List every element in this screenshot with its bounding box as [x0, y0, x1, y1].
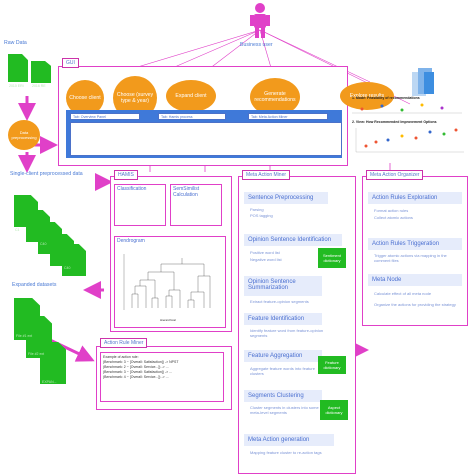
mao-item-format: Format action rules [374, 208, 409, 213]
mam-opinion-identification: Opinion Sentence Identification [244, 234, 342, 246]
mam-item-extract: Extract feature-opinion segments [250, 299, 309, 304]
dendrogram-plot [118, 250, 220, 318]
rule-line-4: (Benchmark: 4 ~ [Overall: Service...]) -… [103, 375, 169, 379]
sentiment-dictionary-tag: Sentiment dictionary [318, 248, 346, 268]
step-explore-results[interactable]: Explore results [340, 82, 394, 110]
step-expand-client[interactable]: Expand client [166, 80, 216, 112]
screenshot-bottom-chart [352, 126, 467, 154]
mao-meta-node: Meta Node [368, 274, 462, 286]
mao-rules-exploration: Action Rules Exploration [368, 192, 462, 204]
rule-line-3: (Benchmark: 3 ~ [Overall: Satisfaction])… [103, 370, 173, 374]
meta-action-miner-panel [238, 176, 356, 474]
raw-data-label: Raw Data [4, 40, 27, 46]
mam-item-positive: Positive word list [250, 250, 280, 255]
mam-item-identify: Identify feature word from feature-opini… [250, 328, 324, 338]
expanded-datasets-label: Expanded datasets [12, 282, 57, 288]
mam-item-mapping: Mapping feature cluster to re-action tag… [250, 450, 322, 455]
mam-opinion-summarization: Opinion Sentence Summarization [244, 276, 322, 296]
screenshot-top-chart [352, 101, 462, 115]
dendrogram-label: Dendrogram [117, 238, 145, 244]
screenshot-bottom-title: 2. View: How Recommended Improvement Opt… [352, 120, 437, 124]
semsim-label: SemSimilist Calculation [173, 186, 200, 198]
business-user-icon [249, 2, 271, 38]
mam-item-aggregate: Aggregate feature words into feature clu… [250, 366, 315, 376]
mam-item-cluster: Cluster segments in clusters into some m… [250, 405, 319, 415]
dendrogram-xlabel: Hierarchical [160, 318, 176, 322]
hamis-title: HAMIS [114, 170, 138, 180]
meta-action-organizer-title: Meta Action Organizer [366, 170, 424, 180]
tab-hamis[interactable]: Tab: Hamis process [158, 113, 226, 120]
tab-content [70, 122, 342, 156]
gui-title: GUI [62, 58, 79, 68]
results-thumbnail-icon [400, 68, 438, 100]
dendrogram-box [114, 236, 226, 328]
single-client-label: Single-client preprocessed data [10, 171, 83, 177]
rule-line-1: (Benchmark: 3 ~ [Overall: Satisfaction])… [103, 360, 179, 364]
step-generate-recommendations[interactable]: Generate recommendations [250, 78, 300, 116]
meta-action-miner-title: Meta Action Miner [242, 170, 291, 180]
rule-line-0: Example of action rule: [103, 355, 139, 359]
mao-item-calculate: Calculate effect of all meta node [374, 291, 432, 296]
business-user-label: Business user [240, 42, 273, 48]
tab-overview[interactable]: Tab: Overview Panel [70, 113, 140, 120]
action-rule-miner-title: Action Rule Miner [100, 338, 148, 348]
classification-label: Classification [117, 186, 147, 192]
action-rule-example: Example of action rule: (Benchmark: 3 ~ … [100, 352, 224, 402]
semsim-box [170, 184, 222, 226]
mam-feature-aggregation: Feature Aggregation [244, 350, 322, 362]
mam-feature-identification: Feature Identification [244, 313, 322, 325]
mam-item-pos: POS tagging [250, 213, 273, 218]
mam-sentence-preprocessing: Sentence Preprocessing [244, 192, 328, 204]
aspect-dictionary-tag: Aspect dictionary [320, 400, 348, 420]
mao-rules-triggeration: Action Rules Triggeration [368, 238, 462, 250]
mam-meta-action-generation: Meta Action generation [244, 434, 334, 446]
mam-segments-clustering: Segments Clustering [244, 390, 322, 402]
feature-dictionary-tag: Feature dictionary [318, 356, 346, 374]
mam-item-negative: Negative word list [250, 257, 282, 262]
rule-line-2: (Benchmark: 2 ~ [Overall: Service...]) -… [103, 365, 169, 369]
mao-item-trigger: Trigger atomic actions via mapping in th… [374, 253, 447, 263]
mao-item-collect: Collect atomic actions [374, 215, 413, 220]
tab-meta-action-miner[interactable]: Tab: Meta Action Miner [248, 113, 328, 120]
mao-item-organize: Organize the actions for providing the s… [374, 302, 456, 307]
mam-item-parsing: Parsing [250, 207, 264, 212]
screenshot-top-title: 1. Mode: Feasibility of recommendations [352, 96, 420, 100]
classification-box [114, 184, 166, 226]
data-preprocessing-node: Data preprocessing [8, 120, 40, 150]
